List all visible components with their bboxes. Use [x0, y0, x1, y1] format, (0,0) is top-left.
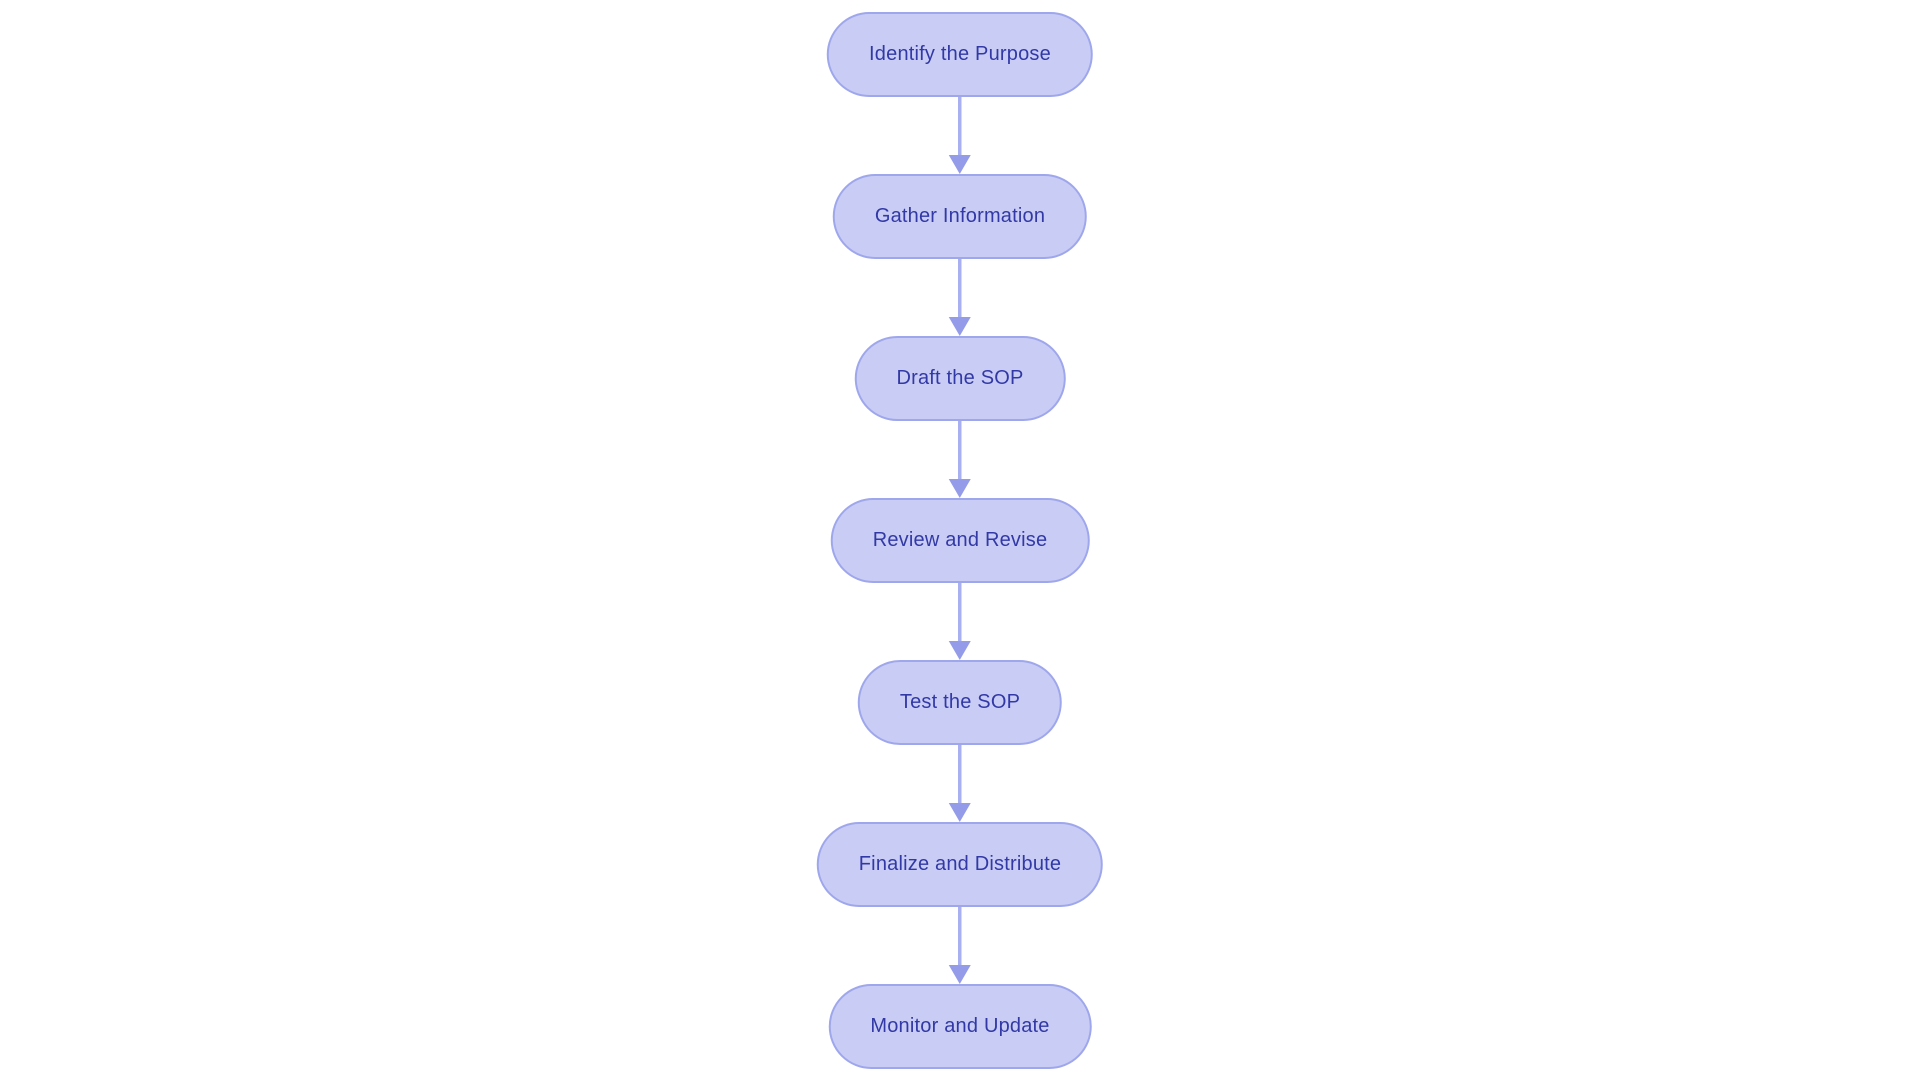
node-label: Identify the Purpose	[869, 43, 1051, 65]
flow-edge-gather-information-to-draft-the-sop	[948, 259, 972, 336]
arrow-down-icon	[948, 745, 971, 822]
flow-node-identify-the-purpose: Identify the Purpose	[827, 12, 1093, 97]
node-label: Finalize and Distribute	[858, 853, 1062, 875]
node-label: Monitor and Update	[870, 1015, 1050, 1037]
node-label: Draft the SOP	[896, 367, 1024, 389]
flow-node-test-the-sop: Test the SOP	[857, 660, 1063, 745]
node-label: Review and Revise	[872, 529, 1048, 551]
flow-edge-identify-the-purpose-to-gather-information	[948, 97, 972, 174]
flow-node-finalize-and-distribute: Finalize and Distribute	[816, 822, 1104, 907]
flow-edge-draft-the-sop-to-review-and-revise	[948, 421, 972, 498]
flow-node-monitor-and-update: Monitor and Update	[828, 984, 1092, 1069]
flow-node-review-and-revise: Review and Revise	[830, 498, 1090, 583]
arrow-down-icon	[948, 421, 971, 498]
flow-node-draft-the-sop: Draft the SOP	[854, 336, 1066, 421]
node-label: Test the SOP	[899, 691, 1021, 713]
flow-edge-review-and-revise-to-test-the-sop	[948, 583, 972, 660]
flow-edge-test-the-sop-to-finalize-and-distribute	[948, 745, 972, 822]
flow-node-gather-information: Gather Information	[832, 174, 1088, 259]
arrow-down-icon	[948, 97, 971, 174]
arrow-down-icon	[948, 259, 971, 336]
arrow-down-icon	[948, 583, 971, 660]
flow-edge-finalize-and-distribute-to-monitor-and-update	[948, 907, 972, 984]
node-label: Gather Information	[874, 205, 1046, 227]
arrow-down-icon	[948, 907, 971, 984]
